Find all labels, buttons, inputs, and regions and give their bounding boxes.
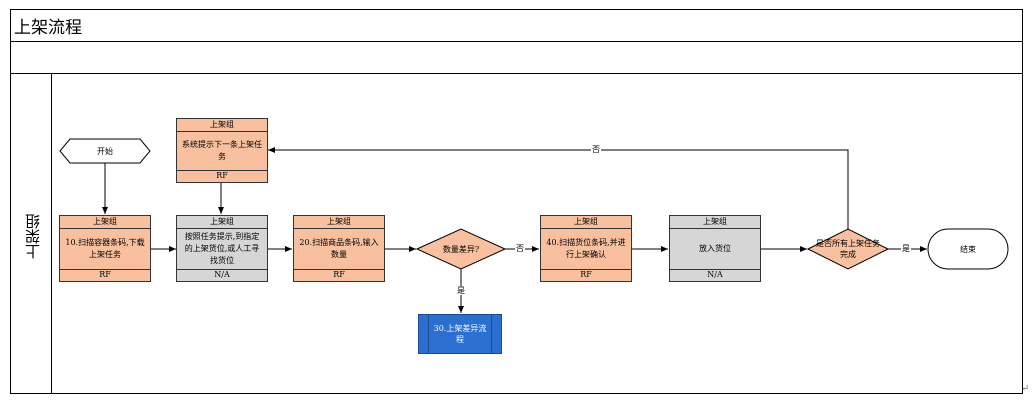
task-group-label: 上架组 — [541, 216, 631, 229]
task-group-label: 上架组 — [177, 119, 267, 132]
decision-all-done-label: 是否所有上架任务完成 — [816, 239, 880, 259]
task-group-label: 上架组 — [60, 216, 150, 229]
edge-label-no-loop: 否 — [591, 145, 601, 154]
task-text: 40.扫描货位条码,并进行上架确认 — [546, 238, 626, 259]
end-shape — [927, 228, 1009, 270]
task-device: RF — [60, 269, 150, 281]
task-device: N/A — [670, 269, 760, 281]
start-label: 开始 — [97, 146, 113, 156]
edge-label-yes-qty: 是 — [456, 286, 466, 295]
page-title: 上架流程 — [14, 18, 82, 38]
start-shape — [59, 138, 151, 164]
end-label: 结束 — [960, 244, 976, 254]
task-text: 10.扫描容器条码,下载上架任务 — [65, 238, 145, 259]
task-scan-location: 上架组 40.扫描货位条码,并进行上架确认 RF — [540, 215, 632, 282]
task-device: RF — [294, 269, 384, 281]
task-scan-product: 上架组 20.扫描商品条码,输入数量 RF — [293, 215, 385, 282]
task-text: 放入货位 — [699, 244, 731, 253]
task-device: RF — [541, 269, 631, 281]
swimlane-header — [10, 73, 52, 394]
task-text: 20.扫描商品条码,输入数量 — [299, 238, 379, 259]
edge-done-loop — [268, 147, 849, 229]
task-group-label: 上架组 — [294, 216, 384, 229]
task-text: 按照任务提示,到指定的上架货位,或人工寻找货位 — [184, 232, 260, 265]
task-device: RF — [177, 170, 267, 182]
task-next-task: 上架组 系统提示下一条上架任务 RF — [176, 118, 268, 183]
decision-qty-diff-label: 数量差异? — [442, 244, 480, 254]
task-group-label: 上架组 — [177, 216, 267, 229]
task-scan-container: 上架组 10.扫描容器条码,下载上架任务 RF — [59, 215, 151, 282]
paragraph-return-mark: ↵ — [1021, 384, 1029, 394]
edge-label-yes-done: 是 — [901, 244, 911, 253]
task-put-away: 上架组 放入货位 N/A — [669, 215, 761, 282]
edge-label-no-qty: 否 — [515, 244, 525, 253]
task-device: N/A — [177, 269, 267, 281]
subprocess-qty-diff: 30.上架差异流程 — [418, 314, 502, 354]
task-group-label: 上架组 — [670, 216, 760, 229]
task-text: 系统提示下一条上架任务 — [182, 140, 262, 161]
task-find-location: 上架组 按照任务提示,到指定的上架货位,或人工寻找货位 N/A — [176, 215, 268, 282]
